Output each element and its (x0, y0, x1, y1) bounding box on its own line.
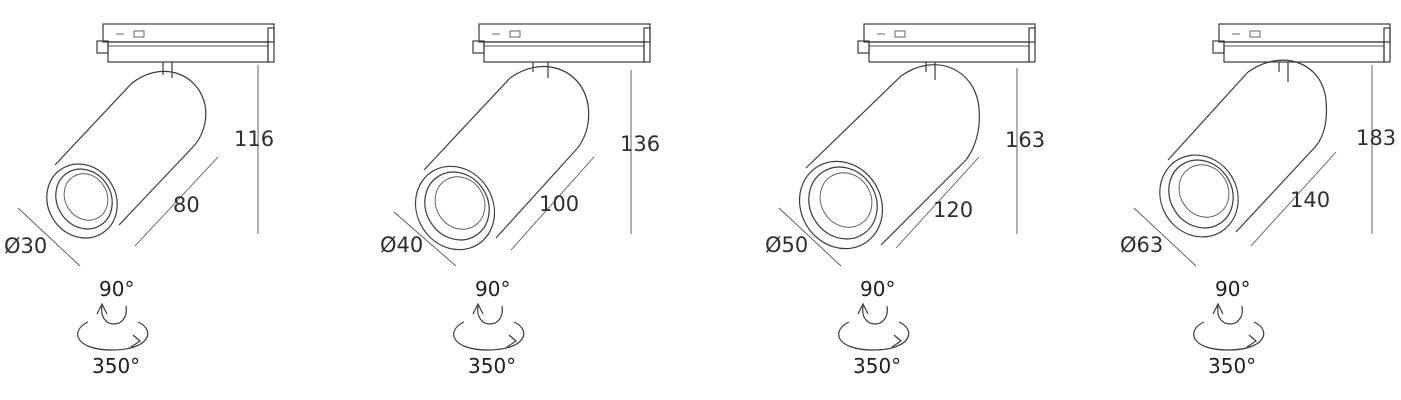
diameter-label: Ø40 (380, 233, 423, 257)
tilt-angle-label: 90° (99, 277, 134, 301)
rotation-arrows (838, 302, 910, 351)
cylinder-body (1167, 59, 1328, 233)
length-dimension-line (1250, 151, 1337, 247)
lens-ring (46, 163, 118, 239)
tilt-angle-label: 90° (475, 277, 510, 301)
lens-ring (1159, 154, 1239, 238)
rotation-angle-label: 350° (853, 354, 901, 378)
diameter-dimension-line (1133, 207, 1197, 267)
spotlight-drawing-2: 136 100 Ø40 90° 350° (380, 23, 660, 378)
lens-ring (414, 165, 496, 251)
tilt-angle-label: 90° (860, 277, 895, 301)
spotlight-drawing-1: 116 80 Ø30 90° 350° (4, 23, 275, 378)
length-label: 120 (933, 198, 973, 222)
length-dimension-line (895, 156, 980, 249)
diameter-label: Ø50 (765, 233, 808, 257)
cylinder-body (54, 70, 207, 226)
diameter-label: Ø30 (4, 234, 47, 258)
cylinder-body (423, 66, 590, 239)
diameter-dimension-line (393, 211, 457, 267)
height-label: 136 (620, 132, 660, 156)
stem (532, 62, 549, 78)
height-label: 163 (1005, 128, 1045, 152)
length-dimension-line (510, 156, 595, 251)
track-adapter (472, 23, 651, 63)
track-adapter (857, 23, 1036, 63)
rotation-arrows (1193, 302, 1265, 351)
diameter-dimension-line (778, 207, 842, 267)
length-label: 80 (173, 193, 200, 217)
height-label: 116 (234, 127, 274, 151)
rotation-arrows (453, 302, 525, 351)
spotlight-drawing-3: 163 120 Ø50 90° 350° (765, 23, 1045, 378)
cylinder-body (805, 64, 980, 246)
rotation-arrows (77, 302, 149, 351)
track-adapter (96, 23, 275, 63)
stem (162, 62, 173, 78)
height-label: 183 (1356, 126, 1396, 150)
length-label: 140 (1290, 188, 1330, 212)
length-label: 100 (539, 192, 579, 216)
tilt-angle-label: 90° (1215, 277, 1250, 301)
diameter-dimension-line (17, 207, 81, 267)
rotation-angle-label: 350° (468, 354, 516, 378)
length-dimension-line (134, 156, 219, 247)
track-adapter (1212, 23, 1391, 63)
diameter-label: Ø63 (1120, 233, 1163, 257)
lens-ring (798, 160, 884, 250)
spotlight-drawing-4: 183 140 Ø63 90° 350° (1120, 23, 1396, 378)
rotation-angle-label: 350° (1208, 354, 1256, 378)
rotation-angle-label: 350° (92, 354, 140, 378)
stem (1278, 62, 1289, 82)
